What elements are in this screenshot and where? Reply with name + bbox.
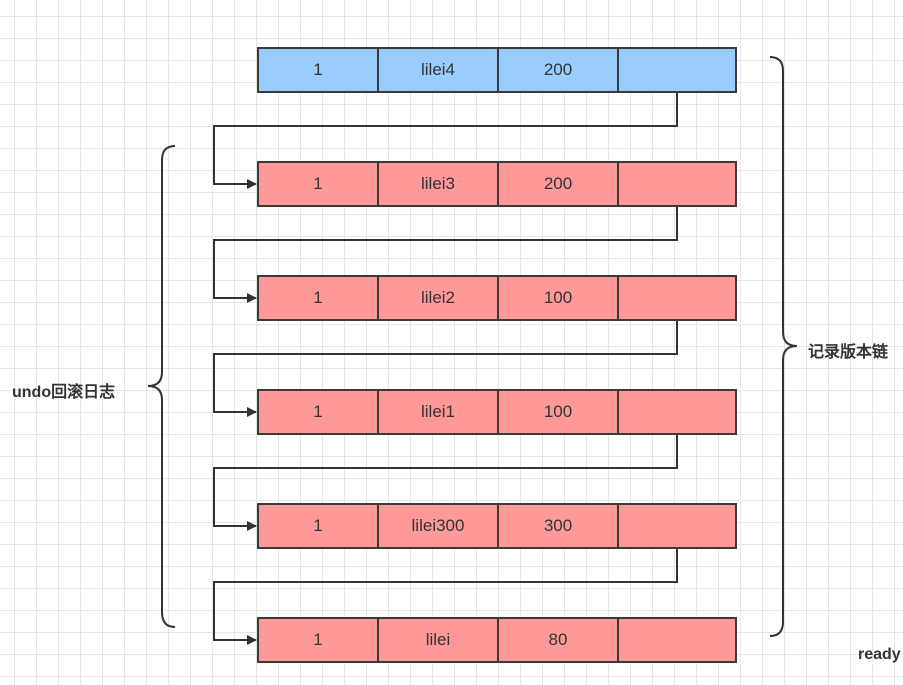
pointer-cell xyxy=(619,277,739,319)
version-link-arrow xyxy=(213,435,678,531)
pointer-cell xyxy=(619,391,739,433)
record-cell: lilei4 xyxy=(379,49,499,91)
version-links xyxy=(213,93,678,645)
pointer-cell xyxy=(619,505,739,547)
record-cell: 1 xyxy=(259,277,379,319)
record-cell: lilei xyxy=(379,619,499,661)
record-cell: 300 xyxy=(499,505,619,547)
record-cell: 1 xyxy=(259,391,379,433)
record-cell: lilei2 xyxy=(379,277,499,319)
record-cell: 1 xyxy=(259,619,379,661)
record-cell: 80 xyxy=(499,619,619,661)
right-brace xyxy=(769,56,798,637)
version-chain-label: 记录版本链 xyxy=(808,344,889,361)
record-cell: 1 xyxy=(259,505,379,547)
pointer-cell xyxy=(619,49,739,91)
version-link-arrow xyxy=(213,549,678,645)
version-link-arrow xyxy=(213,321,678,417)
record-cell: lilei3 xyxy=(379,163,499,205)
pointer-cell xyxy=(619,619,739,661)
record-cell: 200 xyxy=(499,163,619,205)
record-cell: 100 xyxy=(499,277,619,319)
pointer-cell xyxy=(619,163,739,205)
version-link-arrow xyxy=(213,207,678,303)
version-link-arrow xyxy=(213,93,678,189)
record-cell: 1 xyxy=(259,163,379,205)
record-cell: 200 xyxy=(499,49,619,91)
corner-status-text: ready xyxy=(858,646,901,663)
record-cell: lilei1 xyxy=(379,391,499,433)
record-cell: 1 xyxy=(259,49,379,91)
left-brace xyxy=(147,145,176,628)
record-cell: 100 xyxy=(499,391,619,433)
undo-log-label: undo回滚日志 xyxy=(12,384,116,401)
record-cell: lilei300 xyxy=(379,505,499,547)
